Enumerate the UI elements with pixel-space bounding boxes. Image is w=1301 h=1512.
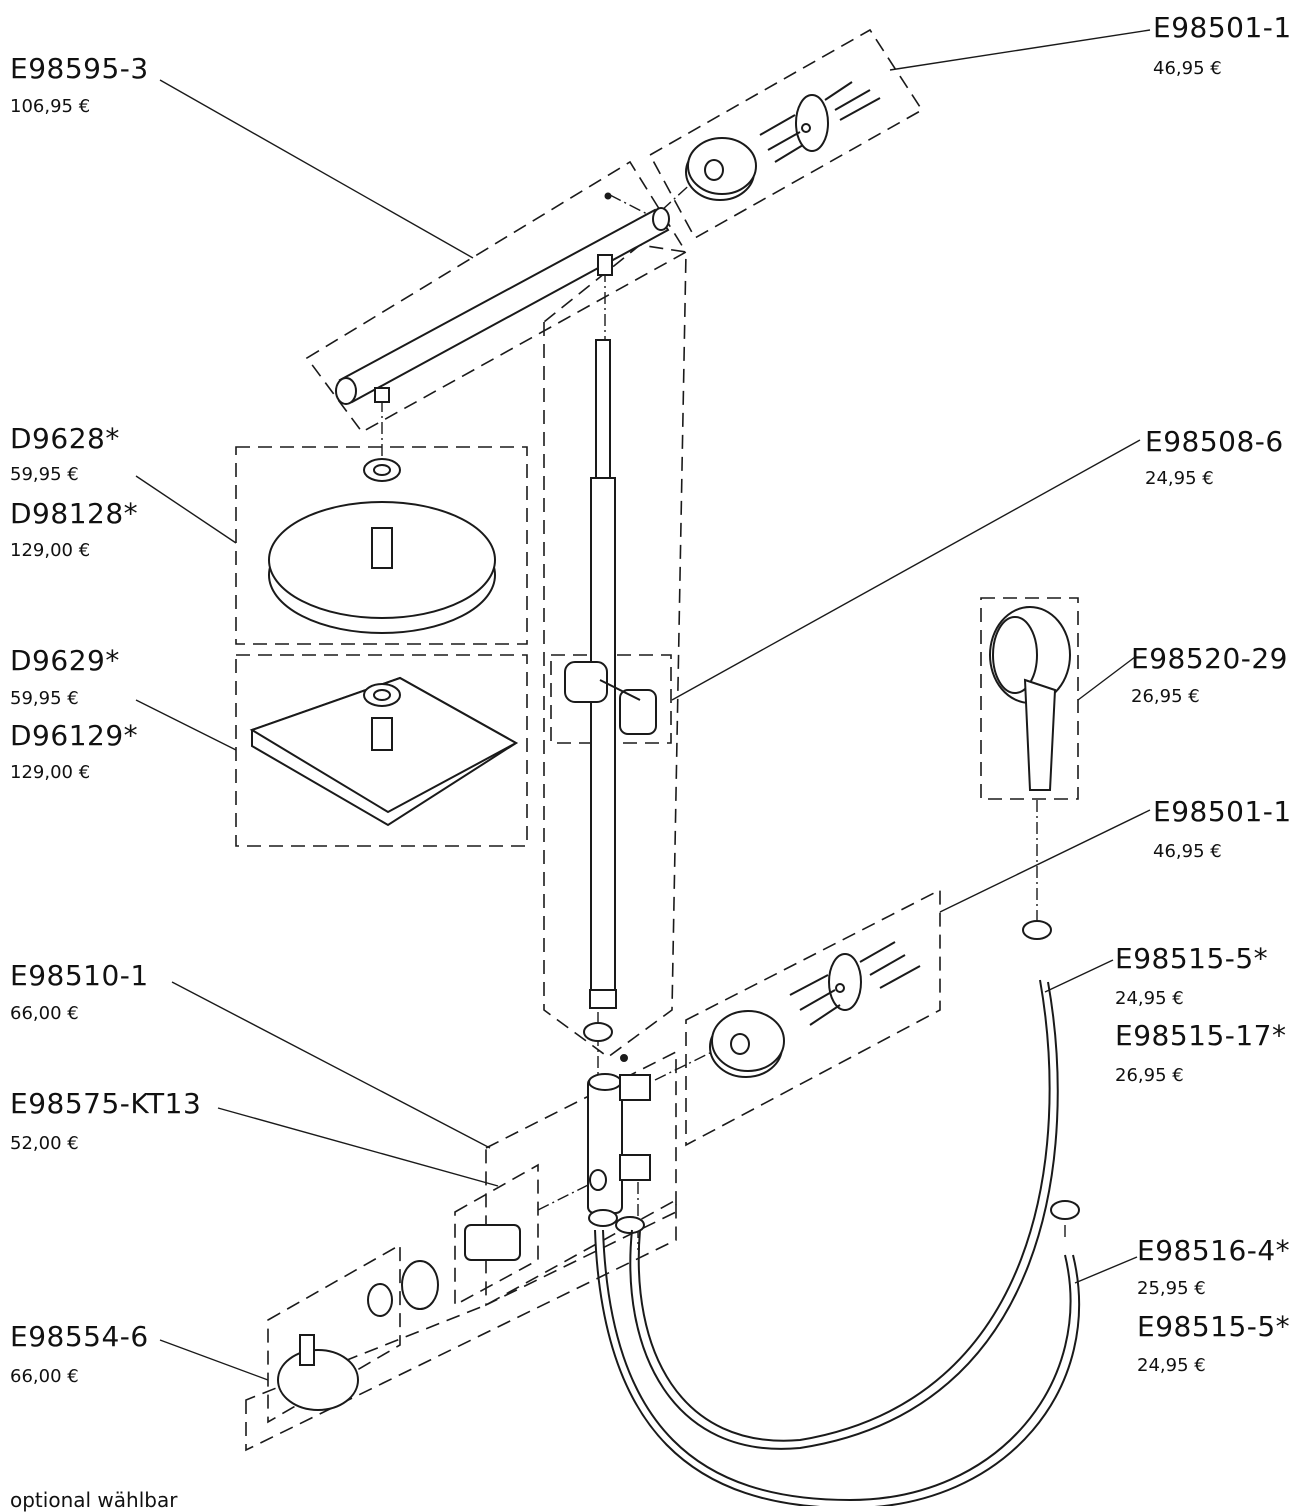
callout-e98520-29-price: 26,95 € [1131, 686, 1200, 707]
box-wall-bracket-top [648, 28, 924, 240]
callout-e98510-1-code: E98510-1 [10, 959, 149, 992]
wall-bracket-mid [709, 941, 921, 1078]
callout-e98516-4-code: E98516-4* [1137, 1234, 1291, 1267]
callout-e98554-6-price: 66,00 € [10, 1366, 79, 1387]
callout-e98508-6-price: 24,95 € [1145, 468, 1214, 489]
callout-d9629-code: D9629* [10, 644, 120, 677]
hand-shower [989, 606, 1071, 791]
round-shower-head [268, 458, 496, 634]
cartridge-and-handle [277, 1224, 521, 1411]
box-square-head [235, 654, 528, 847]
callout-e98501-1-top-code: E98501-1 [1153, 11, 1292, 44]
hoses [594, 920, 1081, 1506]
callout-e98595-3-code: E98595-3 [10, 52, 149, 85]
callout-e98510-1-price: 66,00 € [10, 1003, 79, 1024]
callout-e98575-kt13-price: 52,00 € [10, 1133, 79, 1154]
callout-d96129-price: 129,00 € [10, 762, 91, 783]
box-handshower [980, 597, 1079, 800]
mixer-body [587, 1054, 651, 1234]
callout-e98515-5-b-code: E98515-5* [1137, 1310, 1291, 1343]
callout-e98575-kt13-code: E98575-KT13 [10, 1087, 202, 1120]
callout-e98501-1-top-price: 46,95 € [1153, 58, 1222, 79]
callout-e98554-6-code: E98554-6 [10, 1320, 149, 1353]
callout-d98128-code: D98128* [10, 497, 139, 530]
callout-d9629-price: 59,95 € [10, 688, 79, 709]
footnote-optional: optional wählbar [10, 1488, 178, 1512]
shower-arm [335, 192, 670, 405]
callout-e98515-5-a-code: E98515-5* [1115, 942, 1269, 975]
rail-slider [564, 661, 657, 735]
axis-lines [381, 179, 1066, 1250]
callout-d9628-code: D9628* [10, 422, 120, 455]
slide-rail [583, 339, 617, 1042]
callout-e98501-1-mid-price: 46,95 € [1153, 841, 1222, 862]
box-handle [245, 1198, 677, 1452]
callout-e98515-17-code: E98515-17* [1115, 1019, 1287, 1052]
callout-e98595-3-price: 106,95 € [10, 96, 91, 117]
box-wall-bracket-mid [685, 888, 941, 1147]
callout-e98508-6-code: E98508-6 [1145, 425, 1284, 458]
callout-e98515-17-price: 26,95 € [1115, 1065, 1184, 1086]
callout-e98515-5-a-price: 24,95 € [1115, 988, 1184, 1009]
callout-e98515-5-b-price: 24,95 € [1137, 1355, 1206, 1376]
callout-e98520-29-code: E98520-29 [1131, 642, 1288, 675]
leader-lines [135, 29, 1151, 1381]
callout-d9628-price: 59,95 € [10, 464, 79, 485]
callout-e98501-1-mid-code: E98501-1 [1153, 795, 1292, 828]
box-handle-inner [267, 1243, 401, 1424]
callout-e98516-4-price: 25,95 € [1137, 1278, 1206, 1299]
square-shower-head [249, 676, 519, 827]
wall-bracket-top [685, 81, 881, 201]
callout-d96129-code: D96129* [10, 719, 139, 752]
box-top-arm [305, 160, 688, 434]
box-cartridge [454, 1163, 539, 1307]
callout-d98128-price: 129,00 € [10, 540, 91, 561]
